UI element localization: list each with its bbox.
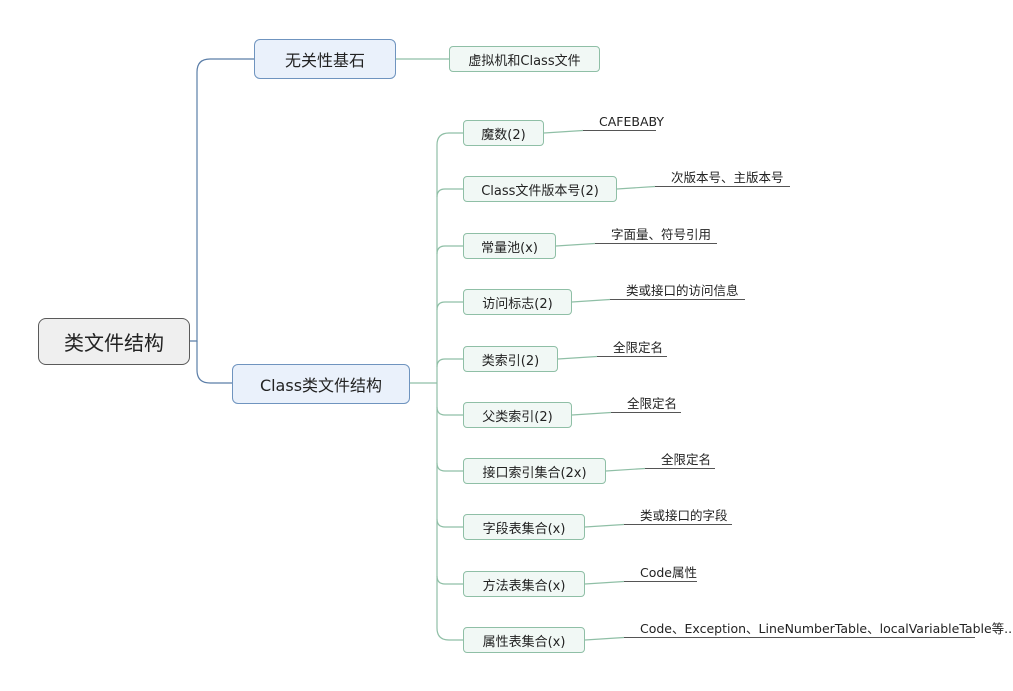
class-structure-note: CAFEBABY (599, 114, 665, 129)
child-node-vm-class[interactable]: 虚拟机和Class文件 (449, 46, 600, 72)
class-structure-note: 全限定名 (661, 452, 712, 467)
connector-trunk-item (436, 245, 463, 255)
class-structure-item[interactable]: 接口索引集合(2x) (463, 458, 606, 484)
connector-trunk-item (436, 301, 463, 311)
connector-trunk-item (436, 358, 463, 368)
connector-item-note (555, 242, 596, 247)
class-structure-item[interactable]: 属性表集合(x) (463, 627, 585, 653)
class-structure-note: 次版本号、主版本号 (671, 170, 784, 185)
branch-node-class-structure[interactable]: Class类文件结构 (232, 364, 410, 404)
connector-trunk-item (436, 188, 463, 198)
connector-trunk-item (436, 406, 463, 416)
connector-root-branch1 (190, 58, 254, 342)
note-underline (624, 524, 732, 525)
connector-item-note (584, 580, 625, 585)
note-underline (624, 581, 697, 582)
connector-root-branch2 (196, 341, 232, 384)
class-structure-item[interactable]: 父类索引(2) (463, 402, 572, 428)
connector-item-note (584, 636, 625, 641)
class-structure-item[interactable]: 类索引(2) (463, 346, 558, 372)
class-structure-note: 全限定名 (613, 340, 664, 355)
class-structure-note: 全限定名 (627, 396, 678, 411)
connector-item-note (557, 355, 598, 360)
connector-item-note (571, 298, 611, 303)
class-structure-item[interactable]: 方法表集合(x) (463, 571, 585, 597)
connector-trunk-item (436, 462, 463, 472)
connector-trunk-item (436, 575, 463, 585)
note-underline (655, 186, 790, 187)
class-structure-item[interactable]: 访问标志(2) (463, 289, 572, 315)
class-structure-item[interactable]: 字段表集合(x) (463, 514, 585, 540)
note-underline (595, 243, 717, 244)
class-structure-item[interactable]: 魔数(2) (463, 120, 544, 146)
connector-item-note (584, 523, 625, 528)
class-structure-item[interactable]: 常量池(x) (463, 233, 556, 259)
note-underline (624, 637, 975, 638)
connector-item-note (616, 185, 656, 190)
root-node[interactable]: 类文件结构 (38, 318, 190, 365)
note-underline (583, 130, 656, 131)
note-underline (610, 299, 745, 300)
class-structure-note: 类或接口的访问信息 (626, 283, 739, 298)
connector-item-note (571, 411, 612, 416)
connector-item-note (605, 467, 646, 472)
class-structure-note: 字面量、符号引用 (611, 227, 712, 242)
note-underline (645, 468, 715, 469)
connector-trunk-item (436, 518, 463, 528)
class-structure-item[interactable]: Class文件版本号(2) (463, 176, 617, 202)
connector-trunk-item (436, 132, 463, 383)
note-underline (597, 356, 667, 357)
branch-node-independence[interactable]: 无关性基石 (254, 39, 396, 79)
class-structure-note: Code属性 (640, 565, 698, 580)
class-structure-note: 类或接口的字段 (640, 508, 728, 523)
connector-trunk-item (436, 383, 463, 641)
connector-item-note (543, 129, 584, 134)
note-underline (611, 412, 681, 413)
class-structure-note: Code、Exception、LineNumberTable、localVari… (640, 621, 1013, 636)
